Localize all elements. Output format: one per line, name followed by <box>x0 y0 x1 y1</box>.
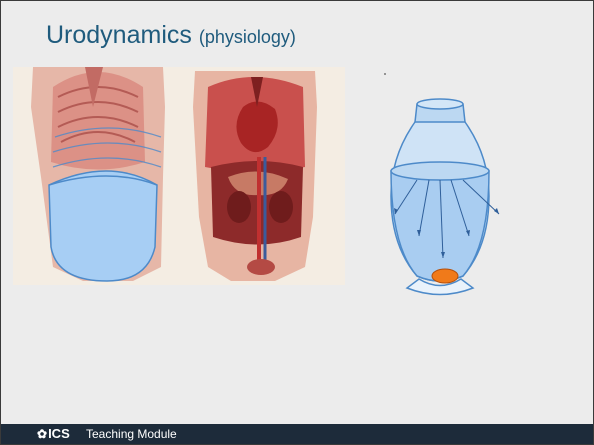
anatomy-illustration <box>13 67 345 285</box>
anatomy-svg <box>13 67 345 285</box>
ics-logo: ✿ICS <box>37 426 70 441</box>
slide-title: Urodynamics (physiology) <box>46 21 296 50</box>
bladder-jar-diagram <box>377 96 507 306</box>
ics-logo-icon: ✿ <box>37 427 47 441</box>
footer-bar: ✿ICS Teaching Module <box>1 424 593 444</box>
stray-dot <box>384 73 386 75</box>
ics-logo-text: ICS <box>48 426 70 441</box>
slide-title-sub: (physiology) <box>199 27 296 47</box>
footer-label: Teaching Module <box>86 427 177 441</box>
slide-title-main: Urodynamics <box>46 21 192 49</box>
jar-svg <box>377 96 507 306</box>
